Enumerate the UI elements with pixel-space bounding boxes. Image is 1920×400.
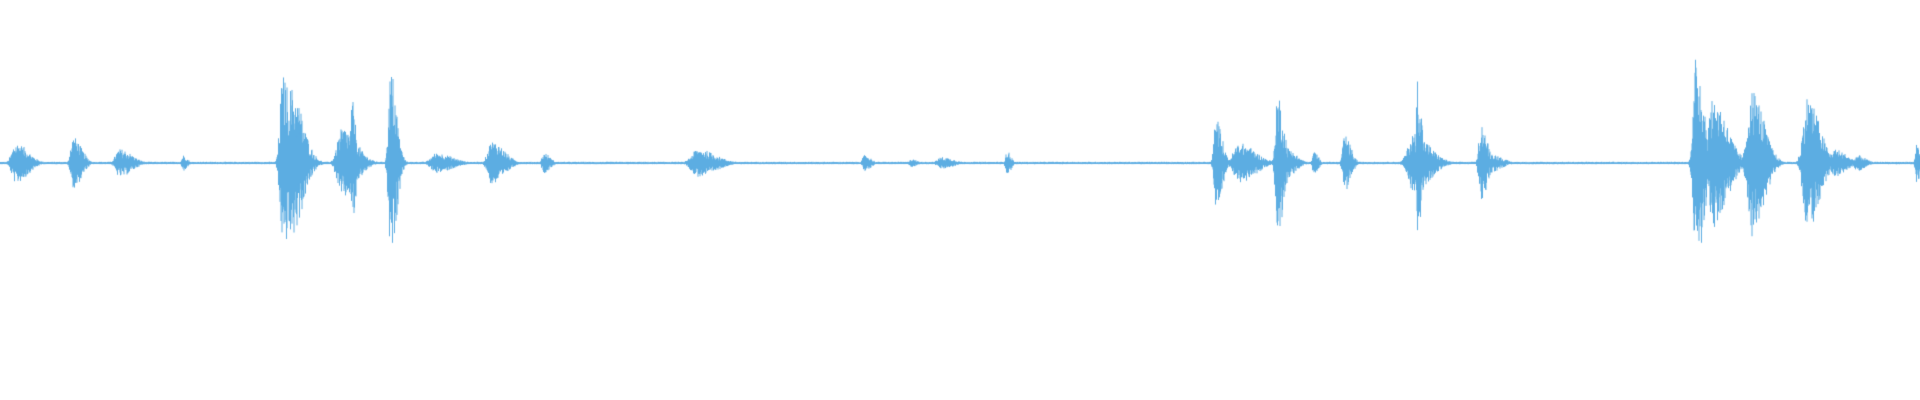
waveform-canvas[interactable] [0,0,1920,400]
